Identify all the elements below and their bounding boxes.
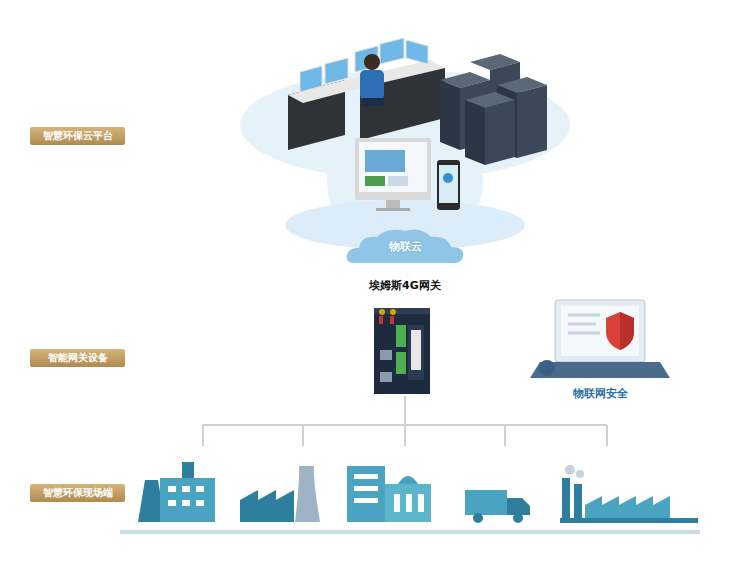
smartphone xyxy=(437,160,460,210)
layer-badge: 智慧环保云平台 xyxy=(30,127,125,145)
gateway-device xyxy=(374,308,430,394)
ground-line xyxy=(120,530,700,534)
factories xyxy=(138,462,698,523)
layer-badge: 智慧环保现场端 xyxy=(30,484,125,502)
caption-label: 埃姆斯4G网关 xyxy=(369,278,441,293)
node-text: 智能网关设备 xyxy=(38,349,117,367)
caption-label: 物联网安全 xyxy=(573,386,628,401)
cloud-node: 物联云 xyxy=(345,227,465,267)
server-racks xyxy=(440,54,547,165)
node-text: 智慧环保云平台 xyxy=(38,127,117,145)
operator-person xyxy=(360,54,384,128)
layer-badge: 智能网关设备 xyxy=(30,349,125,367)
site-wires xyxy=(203,396,607,446)
node-text: 智慧环保现场端 xyxy=(38,484,117,502)
node-text: 物联云 xyxy=(345,227,465,267)
desktop-monitor xyxy=(355,138,431,211)
security-laptop xyxy=(530,300,670,378)
operator-desk xyxy=(288,38,445,150)
